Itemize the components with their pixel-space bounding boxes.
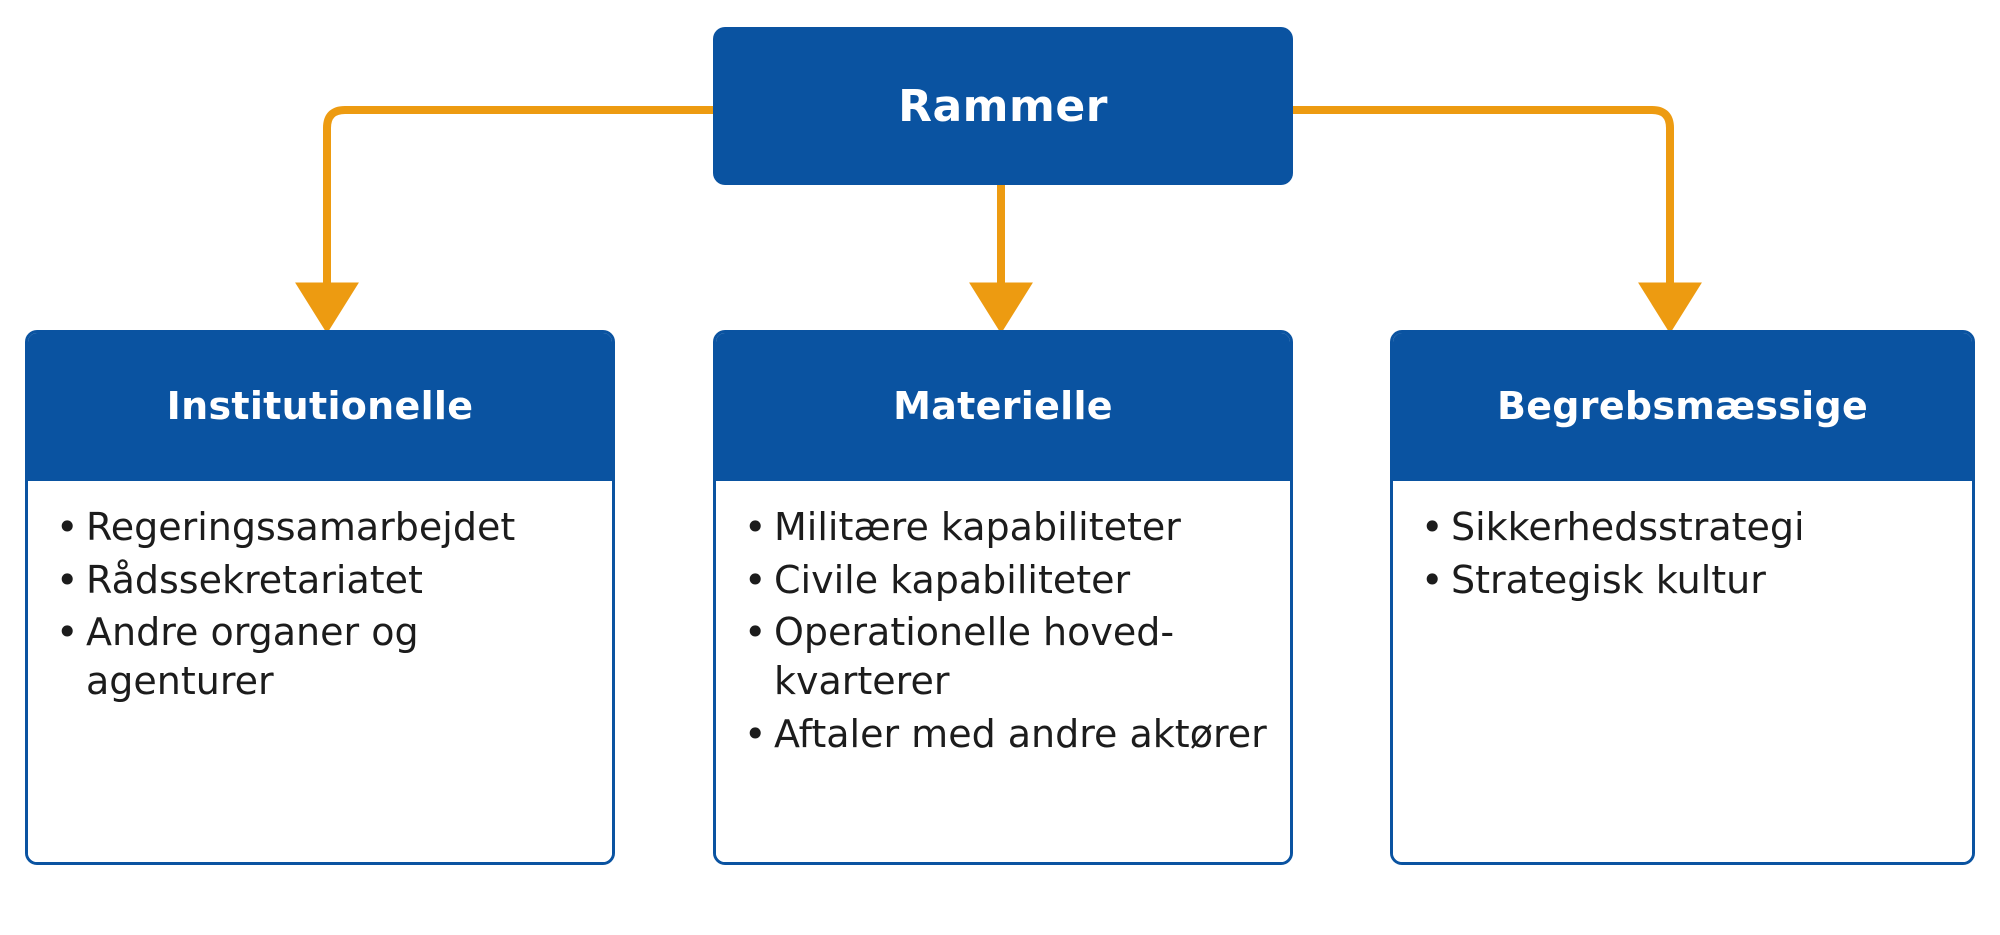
root-node-label: Rammer <box>898 80 1108 132</box>
list-item: Strategisk kultur <box>1419 556 1954 605</box>
list-item: Regeringssamarbejdet <box>54 503 594 552</box>
list-item: Sikkerhedsstrategi <box>1419 503 1954 552</box>
branch-card-header: Begrebsmæssige <box>1393 333 1972 481</box>
branch-card-header: Materielle <box>716 333 1290 481</box>
bullet-list: Regeringssamarbejdet Rådssekretariatet A… <box>54 503 594 706</box>
branch-card-materielle[interactable]: Materielle Militære kapabiliteter Civile… <box>713 330 1293 865</box>
branch-card-begrebsmaessige[interactable]: Begrebsmæssige Sikkerhedsstrategi Strate… <box>1390 330 1975 865</box>
branch-card-body: Sikkerhedsstrategi Strategisk kultur <box>1393 481 1972 862</box>
branch-card-title: Institutionelle <box>166 384 474 429</box>
list-item: Rådssekretariatet <box>54 556 594 605</box>
root-node-rammer[interactable]: Rammer <box>713 27 1293 185</box>
bullet-list: Militære kapabiliteter Civile kapabilite… <box>742 503 1272 758</box>
connector-root-to-begrebsmaessige <box>1293 106 1702 334</box>
branch-card-header: Institutionelle <box>28 333 612 481</box>
branch-card-title: Materielle <box>893 384 1113 429</box>
list-item: Andre organer og agenturer <box>54 608 594 705</box>
list-item: Militære kapabiliteter <box>742 503 1272 552</box>
branch-card-institutionelle[interactable]: Institutionelle Regeringssamarbejdet Råd… <box>25 330 615 865</box>
list-item: Operationelle hoved- kvarterer <box>742 608 1272 705</box>
branch-card-body: Regeringssamarbejdet Rådssekretariatet A… <box>28 481 612 862</box>
list-item: Aftaler med andre aktører <box>742 710 1272 759</box>
list-item: Civile kapabiliteter <box>742 556 1272 605</box>
bullet-list: Sikkerhedsstrategi Strategisk kultur <box>1419 503 1954 604</box>
branch-card-title: Begrebsmæssige <box>1496 384 1869 429</box>
branch-card-body: Militære kapabiliteter Civile kapabilite… <box>716 481 1290 862</box>
connector-root-to-institutionelle <box>295 106 713 334</box>
